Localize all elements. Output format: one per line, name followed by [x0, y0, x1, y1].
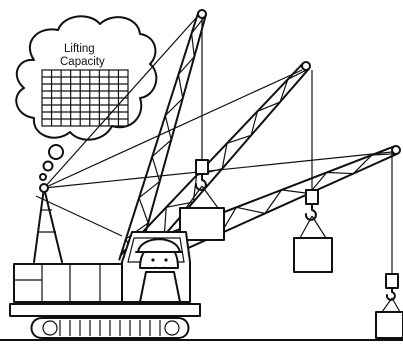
boom-lacing: [177, 74, 184, 99]
boom-lacing: [191, 33, 195, 57]
hook-2: [304, 203, 317, 221]
sling-2b: [311, 215, 327, 239]
boom-lacing: [164, 97, 184, 117]
operator-eye-left: [151, 258, 155, 262]
hook-block-1: [195, 159, 209, 175]
boom-lacing: [151, 156, 161, 182]
counterweight: [13, 263, 139, 303]
boom-lacing: [250, 111, 259, 136]
cable-upper: [43, 17, 197, 189]
thought-bubble: Lifting Capacity: [15, 15, 158, 181]
boom-lacing: [279, 79, 289, 103]
boom-chord-bottom: [119, 62, 305, 257]
sling-3b: [391, 297, 401, 313]
boom-tip-sheave: [391, 145, 401, 155]
boom-lacing: [236, 206, 266, 214]
boom-lacing: [163, 207, 167, 236]
sling-1b: [201, 185, 219, 209]
boom-lacing: [326, 171, 354, 175]
track-wheel-1: [42, 320, 58, 336]
mast-sheave: [39, 183, 49, 193]
load-block-3: [375, 311, 403, 339]
boom-lacing: [138, 197, 149, 224]
cable-back: [35, 195, 123, 237]
boom-tip-sheave: [301, 61, 311, 71]
boom-lacing: [264, 189, 282, 214]
lifting-capacity-table: [41, 69, 129, 127]
operator-eye-right: [164, 258, 168, 262]
boom-lacing: [166, 201, 194, 208]
track-frame: [9, 303, 201, 317]
boom-lacing: [221, 143, 228, 169]
crane-mast: [33, 183, 63, 263]
thought-dot-small: [39, 173, 47, 181]
operator: [135, 238, 183, 303]
thought-cloud: [15, 15, 158, 141]
sling-1a: [185, 185, 203, 209]
cable-middle: [43, 69, 303, 189]
track-wheel-2: [164, 320, 180, 336]
load-assemblies: [179, 18, 403, 339]
thought-dot-large: [48, 144, 64, 160]
hook-block-2: [305, 189, 319, 205]
boom-lacing: [352, 154, 373, 175]
boom-lacing: [281, 189, 310, 195]
boom-lacing: [178, 56, 195, 75]
bubble-line-2: Capacity: [60, 56, 105, 68]
sling-2a: [299, 215, 313, 239]
cab-window: [127, 237, 185, 263]
hook-3: [385, 287, 396, 301]
operator-body: [139, 271, 181, 303]
boom-lacing: [151, 139, 172, 158]
boom-tip-sheave: [197, 9, 207, 19]
boom-lacing: [226, 134, 252, 144]
sling-3a: [381, 297, 393, 313]
boom-chord-bottom: [118, 11, 200, 261]
bubble-line-1: Lifting: [64, 43, 95, 55]
mast-frame: [33, 187, 63, 263]
crawler-track: [9, 303, 201, 339]
track-links: [59, 320, 161, 336]
boom-lacing: [164, 115, 172, 141]
thought-dot-medium: [42, 160, 54, 172]
hook-block-3: [385, 273, 399, 289]
boom-lacing: [138, 180, 161, 199]
boom-lacing: [257, 101, 281, 112]
operator-mouth: [154, 266, 166, 270]
load-block-2: [293, 237, 333, 273]
